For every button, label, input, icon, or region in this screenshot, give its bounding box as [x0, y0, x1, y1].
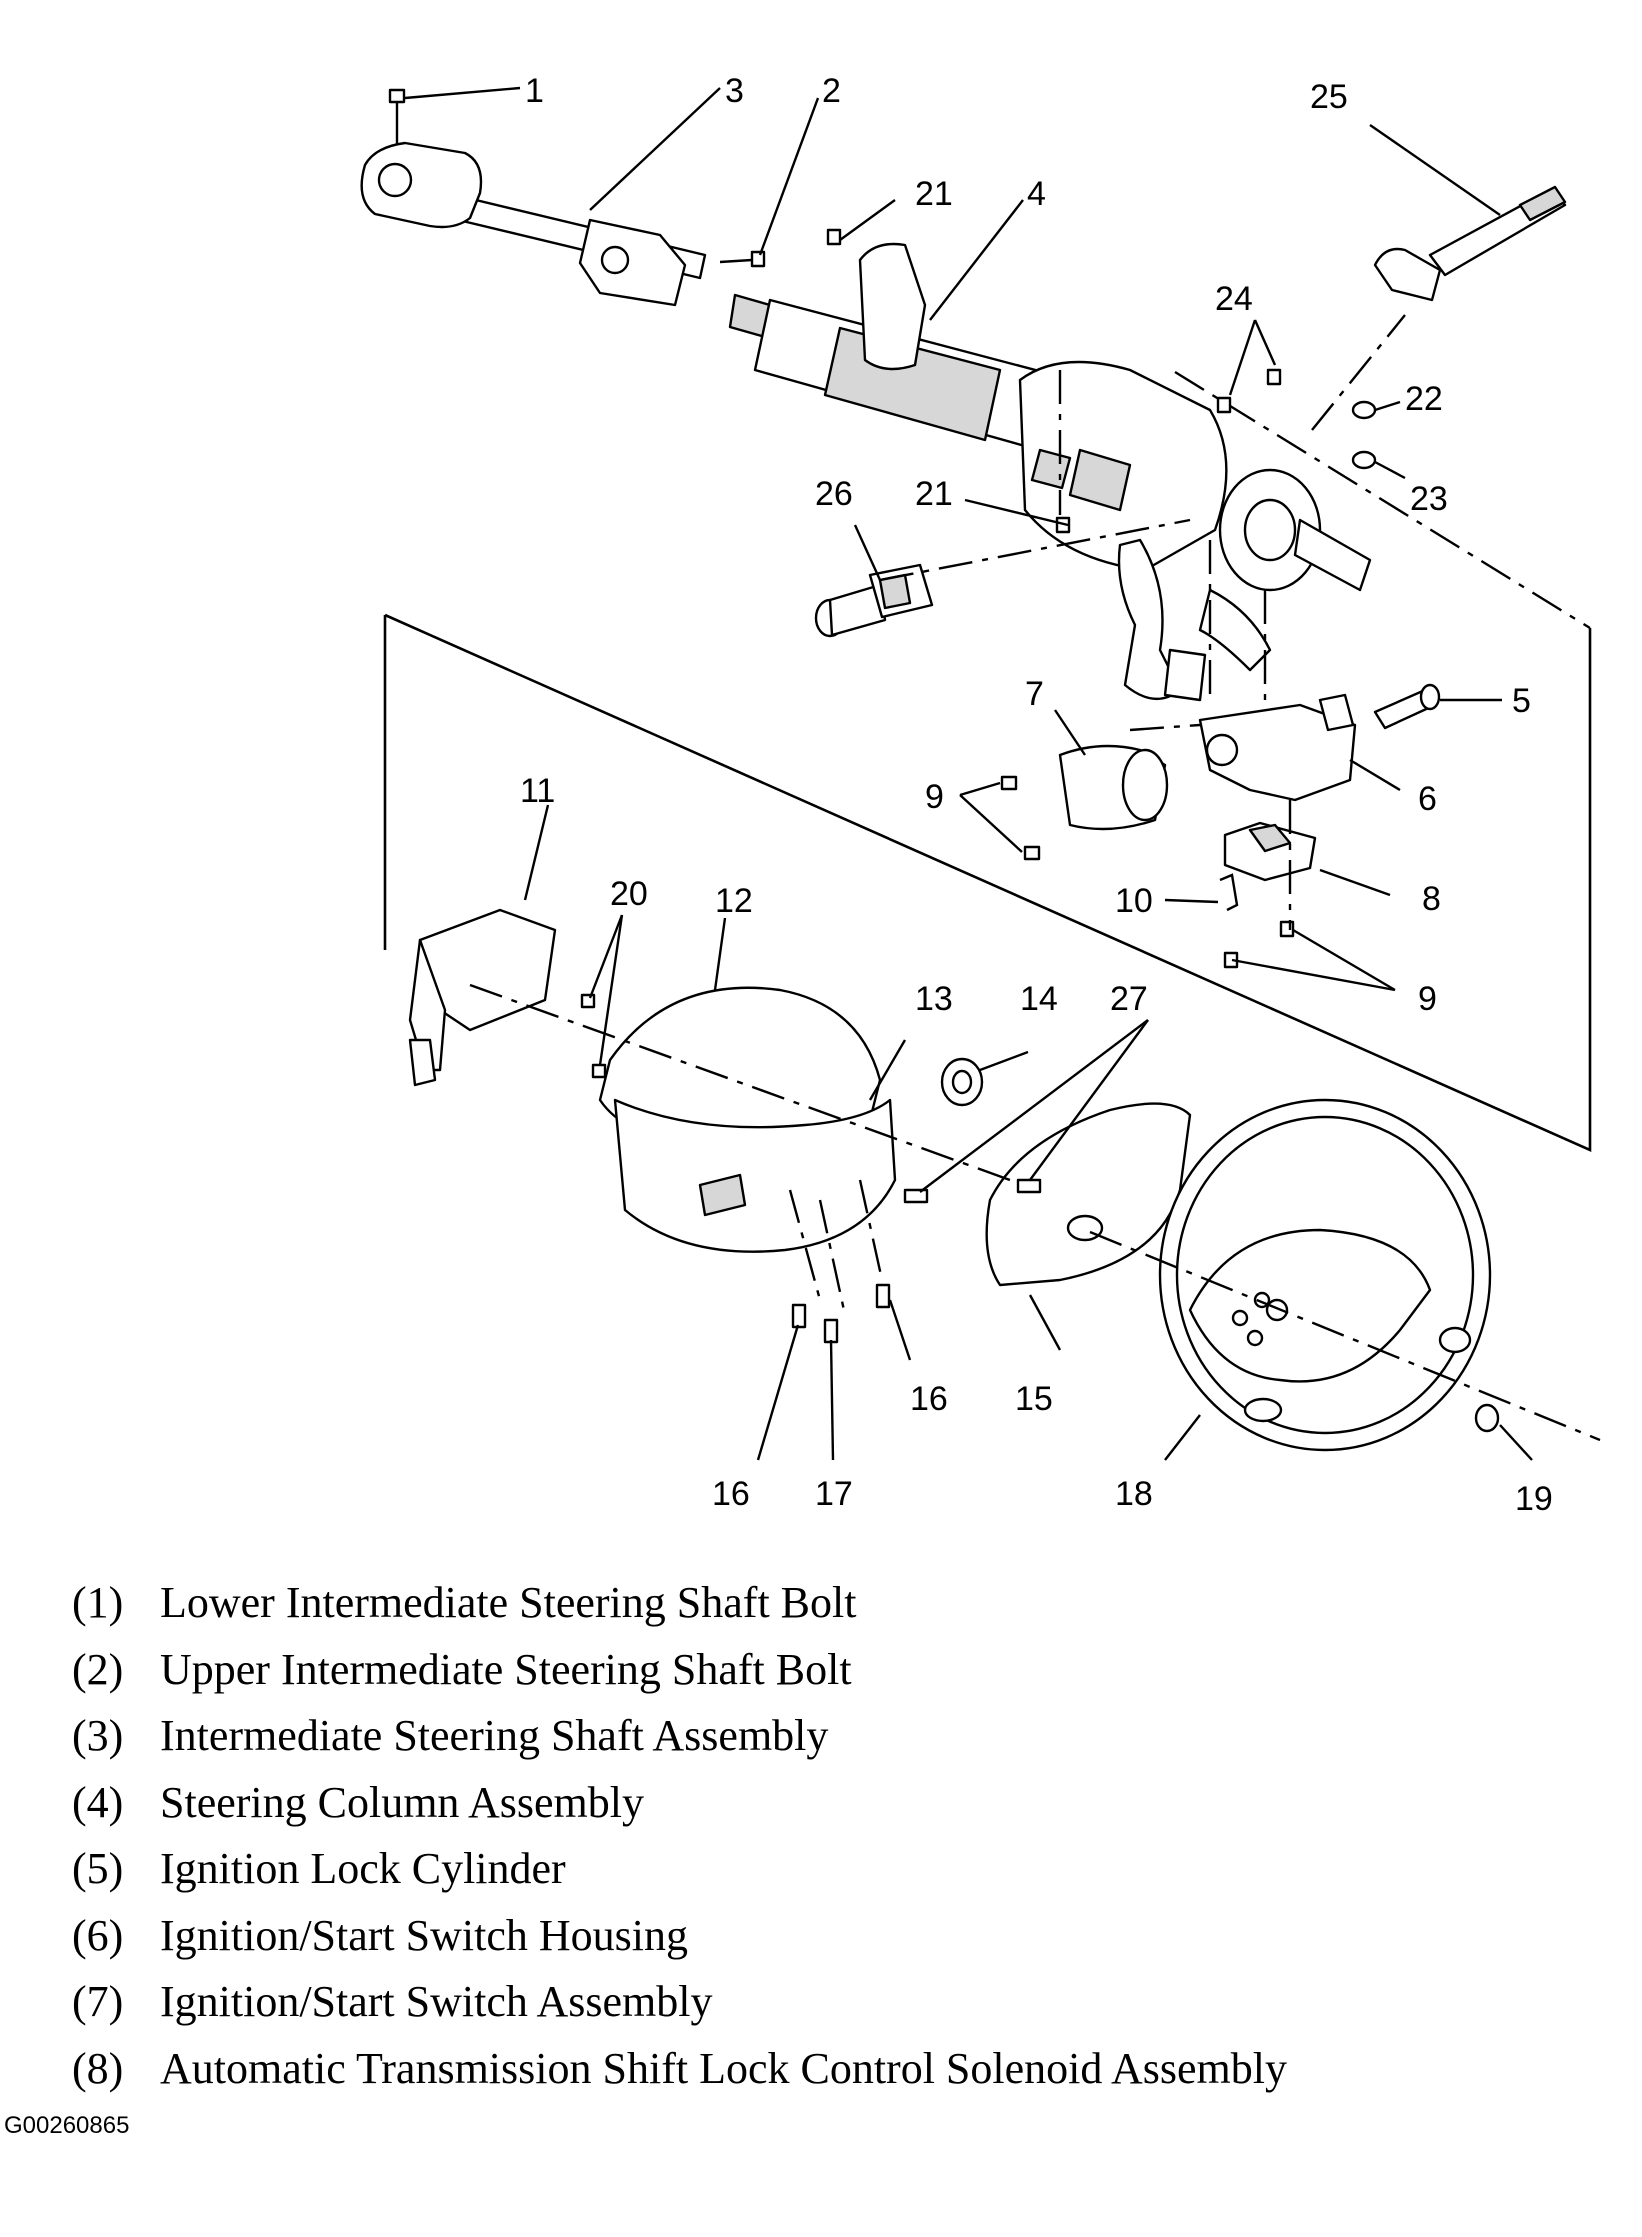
lower-bracket: [408, 908, 557, 1087]
assembly-lines: [469, 314, 1601, 1442]
callout-12: 12: [715, 882, 753, 920]
legend-number: (5): [72, 1844, 124, 1893]
callout-4: 4: [1027, 175, 1046, 213]
legend-item: (5) Ignition Lock Cylinder: [72, 1836, 1592, 1903]
legend-item: (1) Lower Intermediate Steering Shaft Bol…: [72, 1570, 1592, 1637]
callout-15: 15: [1015, 1380, 1053, 1418]
legend-label: Intermediate Steering Shaft Assembly: [160, 1711, 829, 1760]
legend-label: Lower Intermediate Steering Shaft Bolt: [160, 1578, 857, 1627]
ignition-lock-cylinder: [1373, 683, 1441, 730]
callout-8: 8: [1422, 880, 1441, 918]
legend-label: Ignition Lock Cylinder: [160, 1844, 566, 1893]
callout-21-top: 21: [915, 175, 953, 213]
legend-label: Automatic Transmission Shift Lock Contro…: [160, 2043, 1287, 2093]
callout-5: 5: [1512, 682, 1531, 720]
callout-22: 22: [1405, 380, 1443, 418]
callout-14: 14: [1020, 980, 1058, 1018]
callout-13: 13: [915, 980, 953, 1018]
callout-11: 11: [520, 772, 555, 810]
legend-label: Steering Column Assembly: [160, 1777, 644, 1827]
fastener-22-23: [1351, 400, 1377, 470]
callout-18: 18: [1115, 1475, 1153, 1513]
callout-16-left: 16: [712, 1475, 750, 1513]
legend-label: Ignition/Start Switch Assembly: [160, 1977, 713, 2026]
windshield-wiper-switch: [814, 563, 934, 638]
callout-3: 3: [725, 72, 744, 110]
callout-25: 25: [1310, 78, 1348, 116]
callout-2: 2: [822, 72, 841, 110]
legend-number: (8): [72, 2043, 124, 2093]
legend-item: (8) Automatic Transmission Shift Lock Con…: [72, 2036, 1592, 2103]
legend-number: (4): [72, 1777, 124, 1827]
fastener-20: [580, 993, 607, 1079]
legend-label: Ignition/Start Switch Housing: [160, 1910, 688, 1960]
leader-lines: [404, 86, 1533, 1461]
parts-legend: (1) Lower Intermediate Steering Shaft Bol…: [72, 1570, 1592, 2102]
callout-9-right: 9: [1418, 980, 1437, 1018]
callout-6: 6: [1418, 780, 1437, 818]
legend-number: (6): [72, 1910, 124, 1960]
exploded-steering-column-diagram: 1 2 3 4 5 6 7 8 9 9 10 11 12 13 14 15 16…: [360, 72, 1601, 1518]
callout-17: 17: [815, 1475, 853, 1513]
callout-24: 24: [1215, 280, 1253, 318]
ignition-start-switch: [1058, 744, 1169, 831]
callout-20: 20: [610, 875, 648, 913]
lower-column-shroud: [613, 1098, 897, 1253]
fastener-24: [1216, 368, 1282, 414]
fastener-1: [388, 88, 406, 145]
callout-27: 27: [1110, 980, 1148, 1018]
clip: [1219, 873, 1239, 912]
fastener-21: [826, 228, 1071, 534]
callout-9-left: 9: [925, 778, 944, 816]
fastener-2: [719, 250, 766, 268]
image-code: G00260865: [4, 2112, 130, 2139]
legend-label: Upper Intermediate Steering Shaft Bolt: [160, 1644, 852, 1694]
callout-1: 1: [525, 72, 544, 110]
reference-plane: [383, 370, 1592, 1152]
shift-lock-solenoid: [1223, 821, 1317, 882]
legend-number: (3): [72, 1711, 124, 1760]
legend-item: (2) Upper Intermediate Steering Shaft Bol…: [72, 1637, 1592, 1704]
intermediate-steering-shaft: [360, 141, 772, 339]
steering-wheel-back-cover: [985, 1102, 1192, 1287]
callout-23: 23: [1410, 480, 1448, 518]
callout-7: 7: [1025, 675, 1044, 713]
legend-item: (3) Intermediate Steering Shaft Assembly: [72, 1703, 1592, 1770]
fastener-16-17-27: [791, 1178, 1042, 1344]
callout-19: 19: [1515, 1480, 1553, 1518]
ignition-switch-housing: [1198, 693, 1357, 802]
callout-10: 10: [1115, 882, 1153, 920]
legend-item: (6) Ignition/Start Switch Housing: [72, 1903, 1592, 1970]
legend-number: (2): [72, 1644, 124, 1694]
steering-column-assembly: [753, 242, 1372, 702]
callout-21-middle: 21: [915, 475, 953, 513]
legend-item: (4) Steering Column Assembly: [72, 1770, 1592, 1837]
turn-signal-multifunction-switch: [1373, 185, 1567, 302]
legend-item: (7) Ignition/Start Switch Assembly: [72, 1969, 1592, 2036]
nut: [1474, 1403, 1500, 1433]
legend-number: (1): [72, 1578, 124, 1627]
steering-wheel: [1158, 1098, 1492, 1452]
lock-cylinder-bezel: [940, 1057, 984, 1107]
callout-26: 26: [815, 475, 853, 513]
callout-16-right: 16: [910, 1380, 948, 1418]
legend-number: (7): [72, 1977, 124, 2026]
